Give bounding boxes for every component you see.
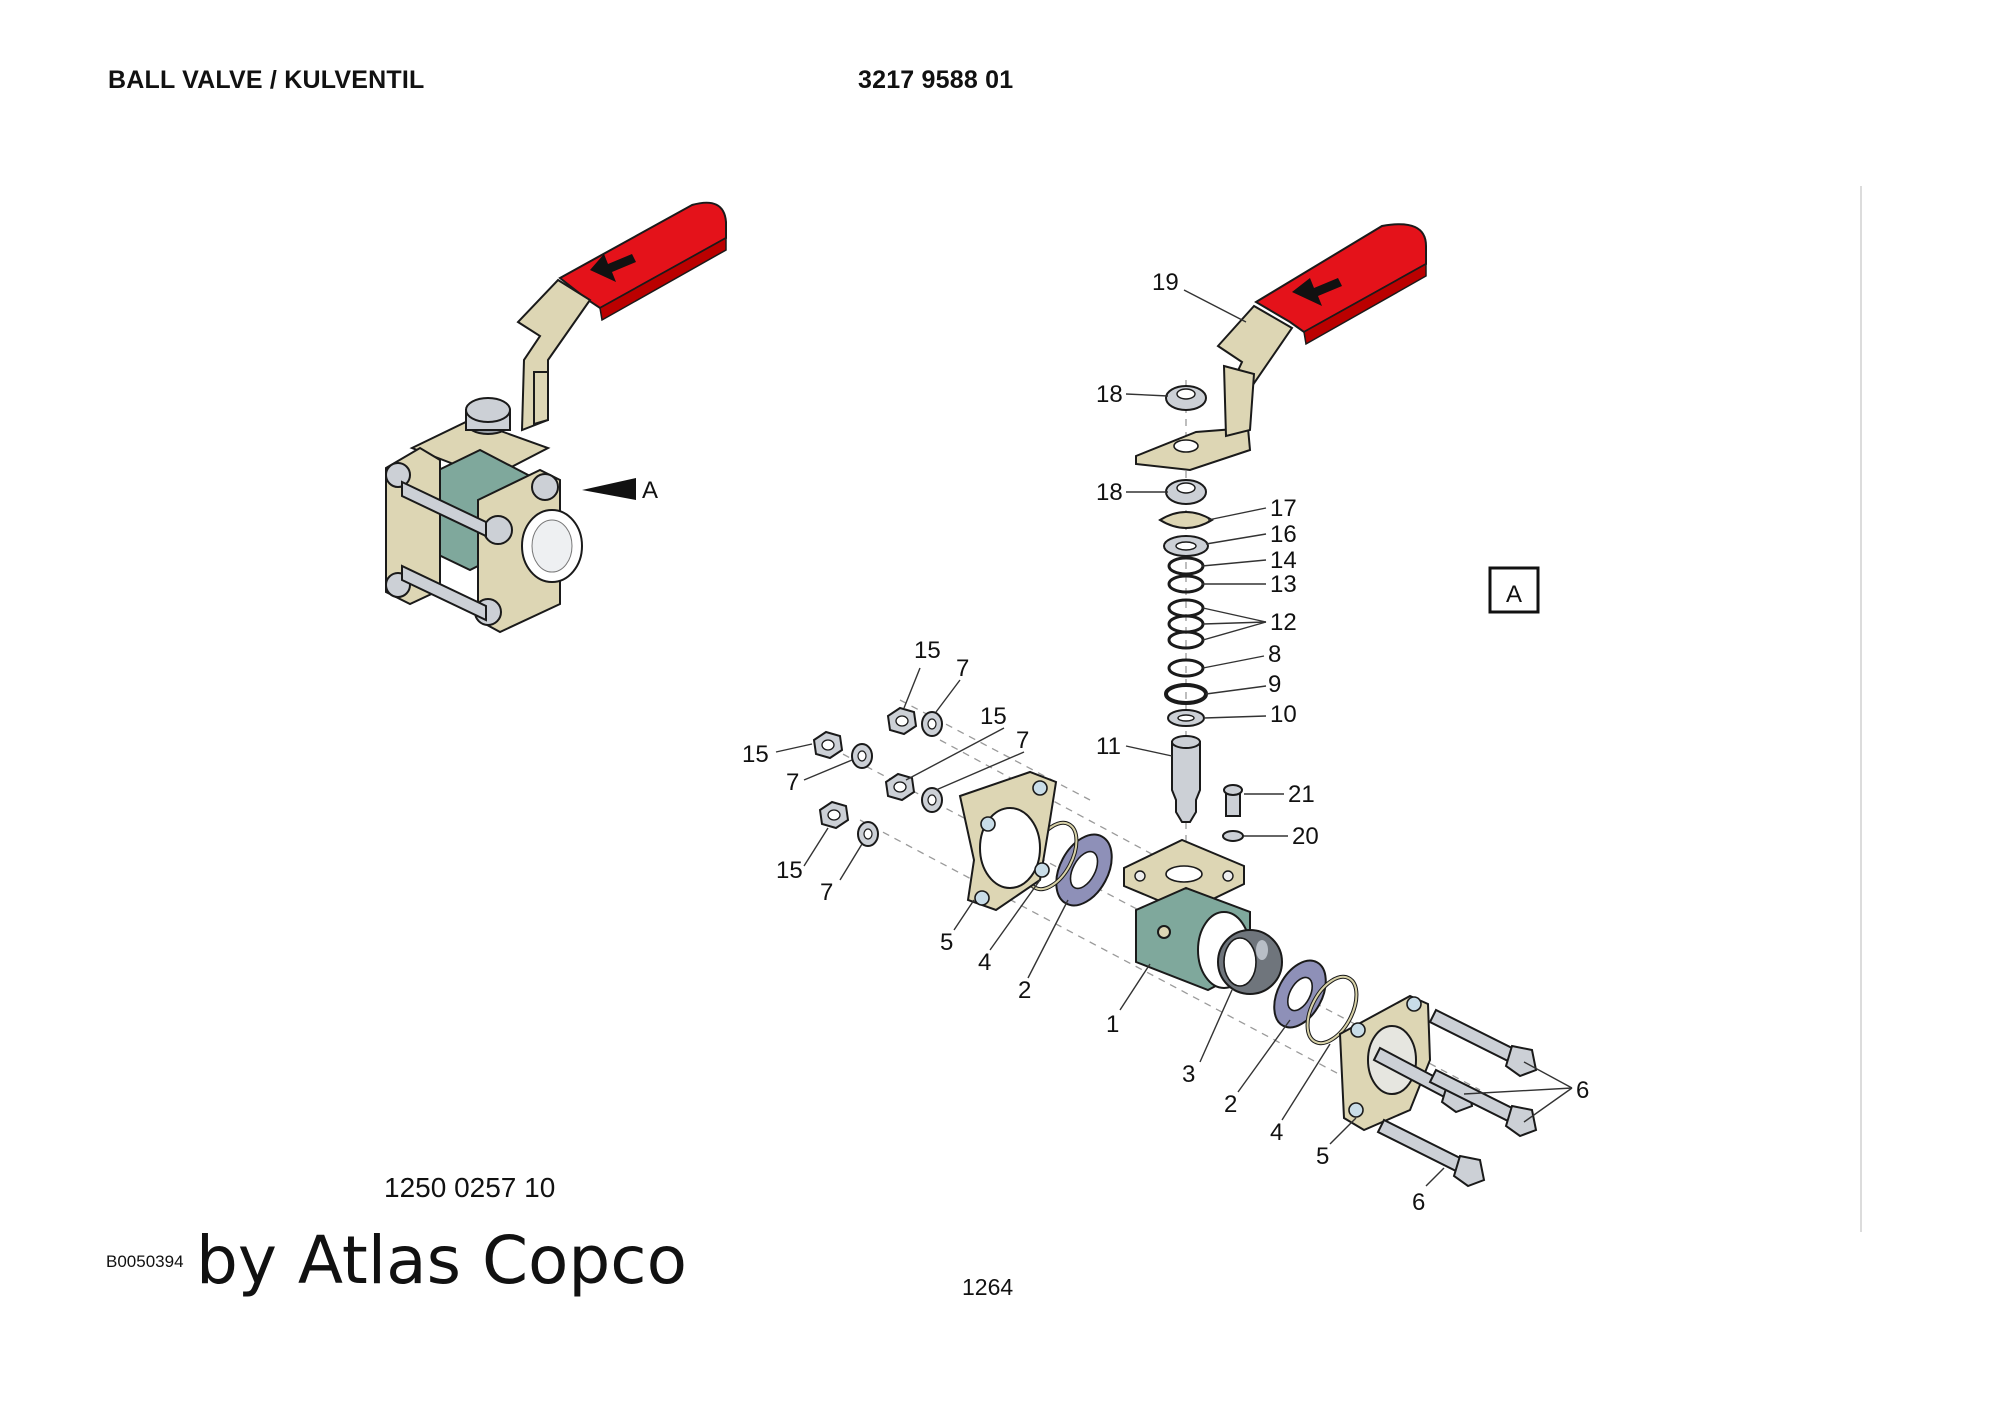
callout-18-bottom: 18 [1096, 479, 1123, 506]
callout-numbers: 19 18 18 17 16 14 13 12 8 9 10 11 21 20 … [742, 269, 1589, 1216]
callout-16: 16 [1270, 521, 1297, 548]
callout-2-left: 2 [1018, 977, 1031, 1004]
callout-15-upper: 15 [914, 637, 941, 664]
callout-10: 10 [1270, 701, 1297, 728]
callout-7-middle: 7 [1016, 727, 1029, 754]
reference-number: 1250 0257 10 [384, 1172, 556, 1203]
callout-leaders [775, 289, 1573, 1187]
page-number: 1264 [962, 1274, 1014, 1300]
callout-15-left: 15 [742, 741, 769, 768]
callout-7-left: 7 [786, 769, 799, 796]
view-a-box-label: A [1506, 581, 1522, 608]
callout-20: 20 [1292, 823, 1319, 850]
callout-11: 11 [1096, 733, 1121, 760]
part-number: 3217 9588 01 [858, 66, 1014, 94]
view-a-pointer-arrow [582, 478, 636, 500]
callout-5-right: 5 [1316, 1143, 1329, 1170]
callout-15-lower: 15 [776, 857, 803, 884]
callout-2-right: 2 [1224, 1091, 1237, 1118]
view-a-pointer-label: A [642, 477, 658, 504]
callout-3: 3 [1182, 1061, 1195, 1088]
image-code: B0050394 [106, 1252, 184, 1271]
callout-1: 1 [1106, 1011, 1119, 1038]
callout-4-left: 4 [978, 949, 991, 976]
callout-4-right: 4 [1270, 1119, 1283, 1146]
callout-5-left: 5 [940, 929, 953, 956]
view-a-box [1488, 566, 1540, 614]
callout-12: 12 [1270, 609, 1297, 636]
callout-19: 19 [1152, 269, 1179, 296]
callout-8: 8 [1268, 641, 1281, 668]
callout-7-upper: 7 [956, 655, 969, 682]
callout-17: 17 [1270, 495, 1297, 522]
assembled-ball-valve-illustration: A [385, 201, 727, 634]
callout-18-top: 18 [1096, 381, 1123, 408]
callout-9: 9 [1268, 671, 1281, 698]
callout-6-right: 6 [1576, 1077, 1589, 1104]
callout-13: 13 [1270, 571, 1297, 598]
document-title: BALL VALVE / KULVENTIL [108, 66, 425, 94]
brand-text: by Atlas Copco [196, 1222, 687, 1299]
exploded-parts-illustration [812, 223, 1538, 1188]
margin-rule [1860, 186, 1862, 1232]
callout-7-lower: 7 [820, 879, 833, 906]
callout-21: 21 [1288, 781, 1315, 808]
callout-6-bottom: 6 [1412, 1189, 1425, 1216]
callout-15-middle: 15 [980, 703, 1007, 730]
callout-14: 14 [1270, 547, 1297, 574]
